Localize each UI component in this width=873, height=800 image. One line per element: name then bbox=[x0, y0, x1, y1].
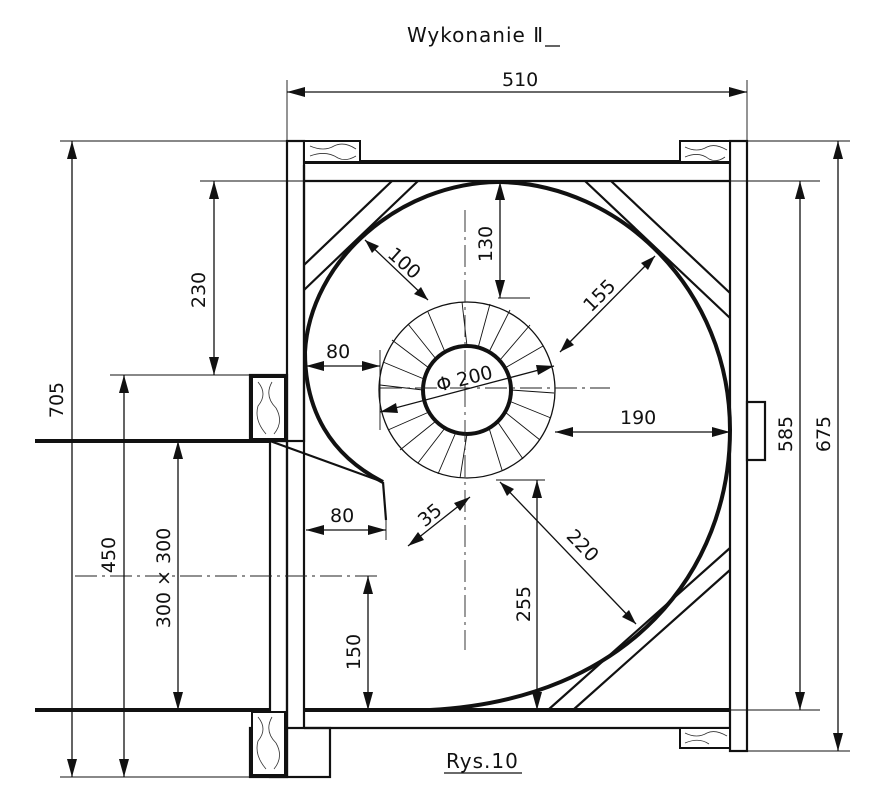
dim-675: 675 bbox=[813, 416, 835, 452]
dim-255: 255 bbox=[513, 586, 535, 622]
volute-tongue bbox=[269, 439, 384, 484]
dim-585: 585 bbox=[775, 416, 797, 452]
center-lines bbox=[75, 210, 610, 650]
dim-80-lower: 80 bbox=[330, 505, 354, 527]
dim-230: 230 bbox=[188, 272, 210, 308]
dimension-lines bbox=[71, 91, 839, 777]
dim-phi-200: Φ 200 bbox=[434, 362, 495, 397]
wood-blocks bbox=[251, 140, 731, 776]
corner-braces bbox=[303, 180, 731, 711]
dim-150: 150 bbox=[343, 634, 365, 670]
dim-130: 130 bbox=[475, 226, 497, 262]
dim-35: 35 bbox=[414, 499, 447, 531]
dim-155: 155 bbox=[579, 275, 620, 316]
figure-caption: Rys.10 bbox=[446, 749, 519, 773]
dim-190: 190 bbox=[620, 407, 656, 429]
volute-spiral bbox=[302, 179, 733, 712]
dim-220: 220 bbox=[562, 525, 603, 566]
dim-510: 510 bbox=[502, 69, 538, 91]
dim-80-upper: 80 bbox=[326, 341, 350, 363]
dim-300x300: 300 × 300 bbox=[153, 528, 175, 629]
dim-450: 450 bbox=[98, 537, 120, 573]
extension-lines bbox=[60, 80, 850, 778]
dim-705: 705 bbox=[46, 382, 68, 418]
dim-100: 100 bbox=[383, 243, 425, 284]
impeller bbox=[378, 301, 556, 479]
drawing-title: Wykonanie Ⅱ bbox=[407, 23, 544, 47]
diameter-line bbox=[379, 365, 555, 413]
casing-frame bbox=[35, 139, 767, 779]
